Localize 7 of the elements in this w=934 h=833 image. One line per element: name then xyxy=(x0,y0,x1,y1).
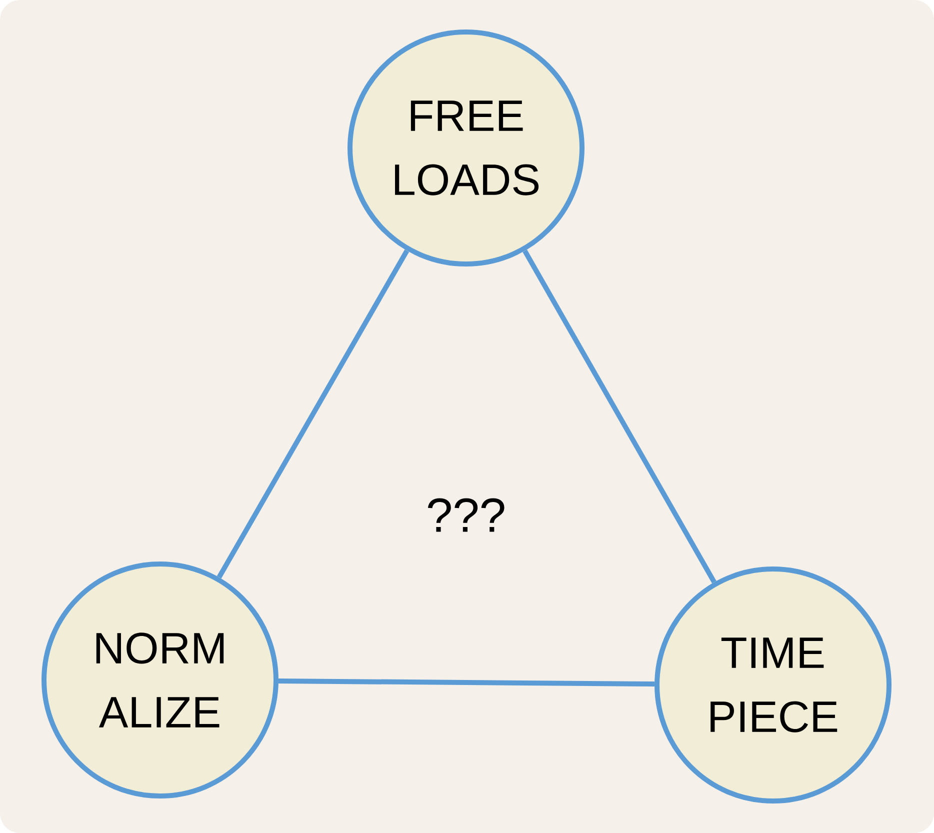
circle-node: FREE LOADS xyxy=(348,30,584,266)
connector-line xyxy=(216,249,410,579)
circle-node: NORM ALIZE xyxy=(42,562,278,798)
connector-line xyxy=(522,250,716,584)
center-label: ??? xyxy=(428,498,504,532)
connector-line xyxy=(278,678,655,687)
circle-node: TIME PIECE xyxy=(654,566,892,804)
